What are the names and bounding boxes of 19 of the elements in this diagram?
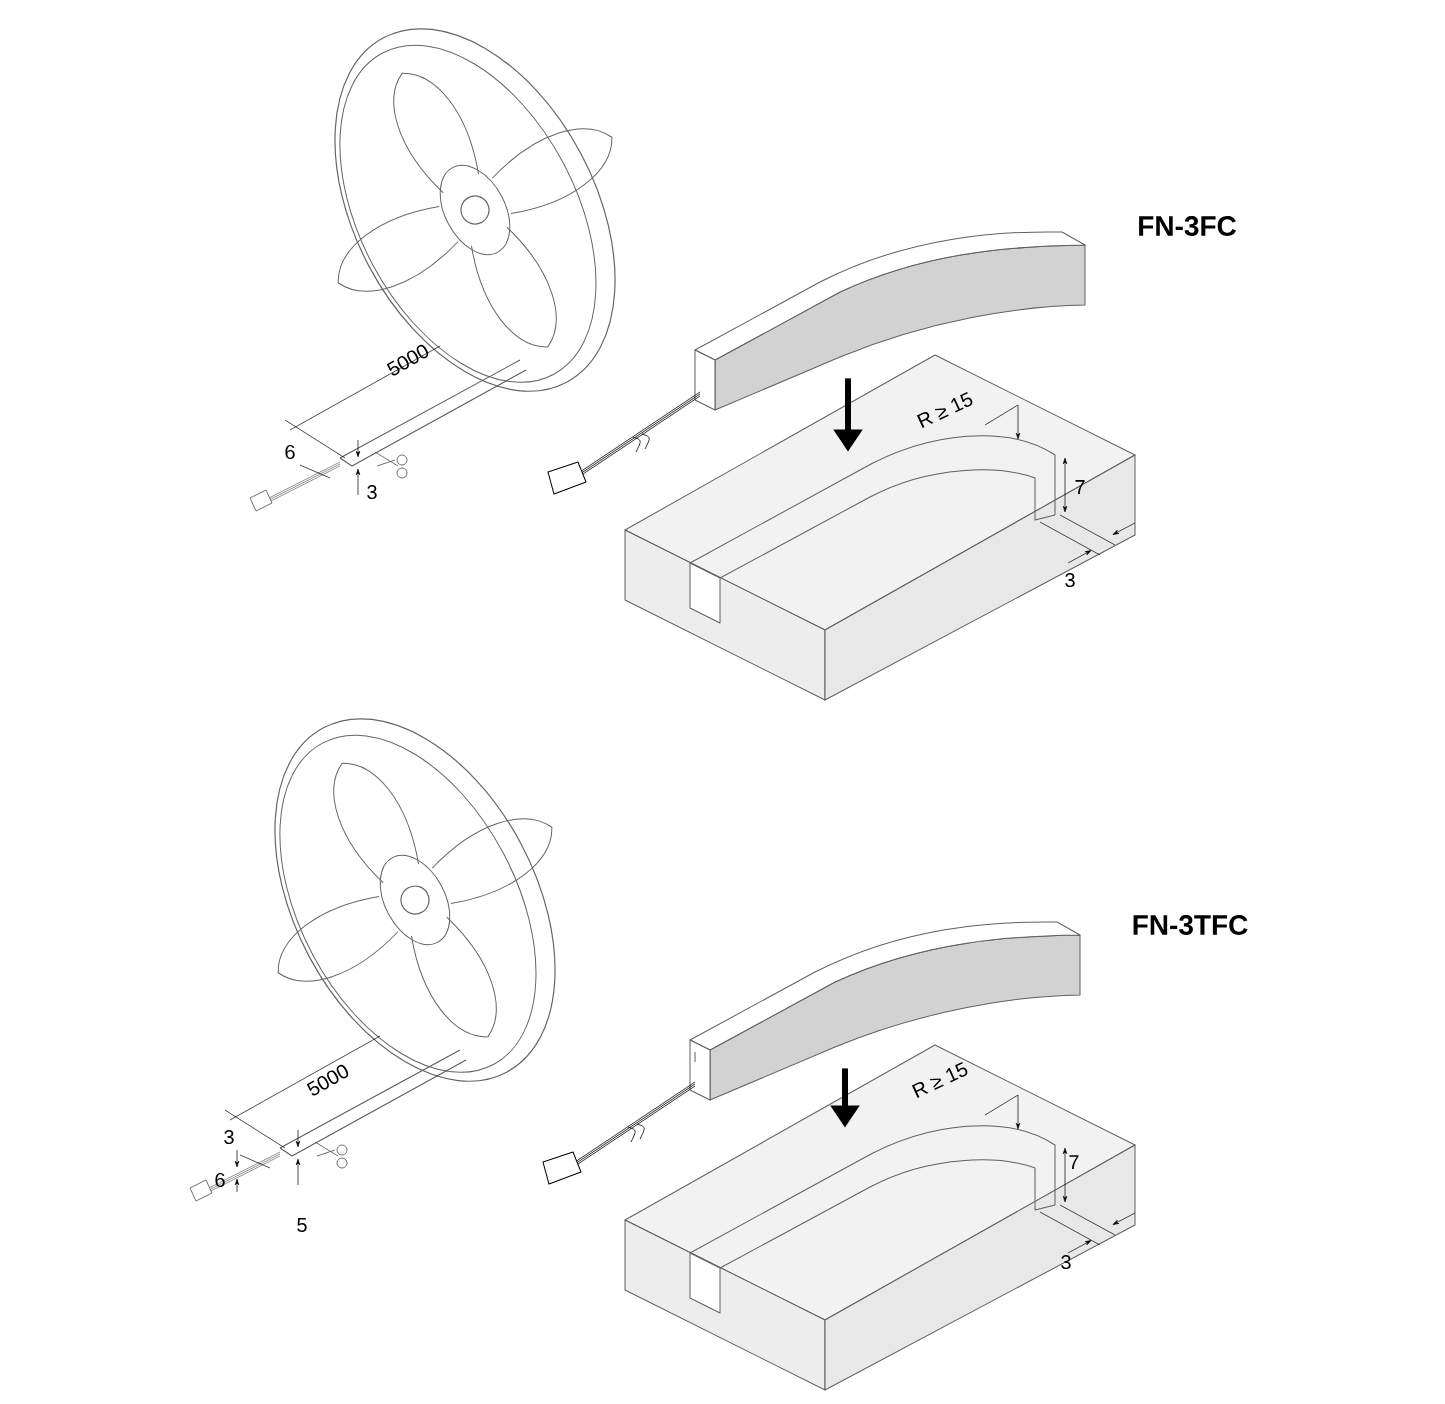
dimension-label: 5000: [306, 1064, 349, 1096]
model-label: FN-3TFC: [1133, 915, 1248, 935]
channel-block-drawing: [624, 1044, 1136, 1391]
dimension-label: 5: [297, 1218, 307, 1232]
dimension-label: 3: [224, 1129, 234, 1145]
profile-drawing: [542, 921, 1081, 1185]
profile-drawing: [547, 231, 1086, 495]
dimension-label: R ≥ 15: [916, 391, 973, 428]
dimension-label: 7: [1069, 1155, 1079, 1169]
dimension-label: 6: [215, 1172, 225, 1188]
dimension-label: 7: [1075, 480, 1085, 494]
dimension-label: 6: [285, 444, 295, 460]
dimension-label: 3: [367, 484, 377, 500]
dimension-label: R ≥ 15: [911, 1061, 968, 1098]
dimension-label: 3: [1061, 1254, 1071, 1270]
model-label: FN-3FC: [1139, 216, 1236, 236]
channel-block-drawing: [624, 354, 1136, 701]
dimension-label: 3: [1065, 572, 1075, 588]
dimension-label: 5000: [386, 344, 429, 376]
